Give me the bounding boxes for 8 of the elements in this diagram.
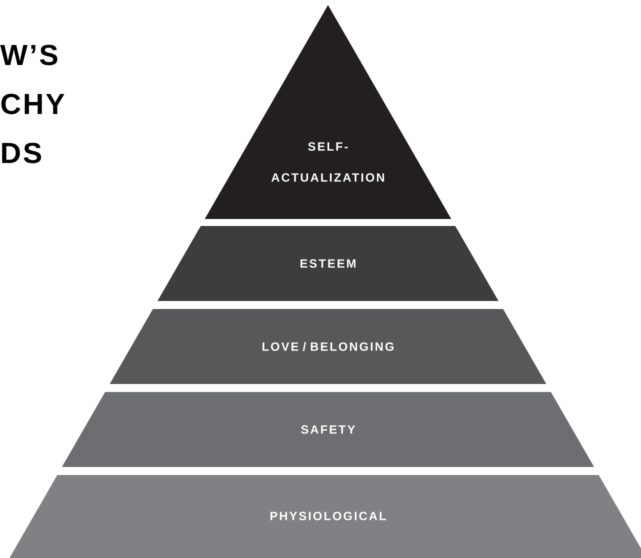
title-fragment: CHY bbox=[1, 94, 64, 114]
pyramid-level: SAFETY bbox=[62, 392, 594, 467]
pyramid-level: SELF- ACTUALIZATION bbox=[204, 5, 452, 219]
pyramid-level: ESTEEM bbox=[158, 226, 498, 301]
pyramid-level: PHYSIOLOGICAL bbox=[0, 475, 641, 558]
title-fragment: W’S bbox=[0, 44, 58, 66]
pyramid-level: LOVE / BELONGING bbox=[110, 309, 546, 384]
title-fragment: DS bbox=[2, 142, 42, 164]
